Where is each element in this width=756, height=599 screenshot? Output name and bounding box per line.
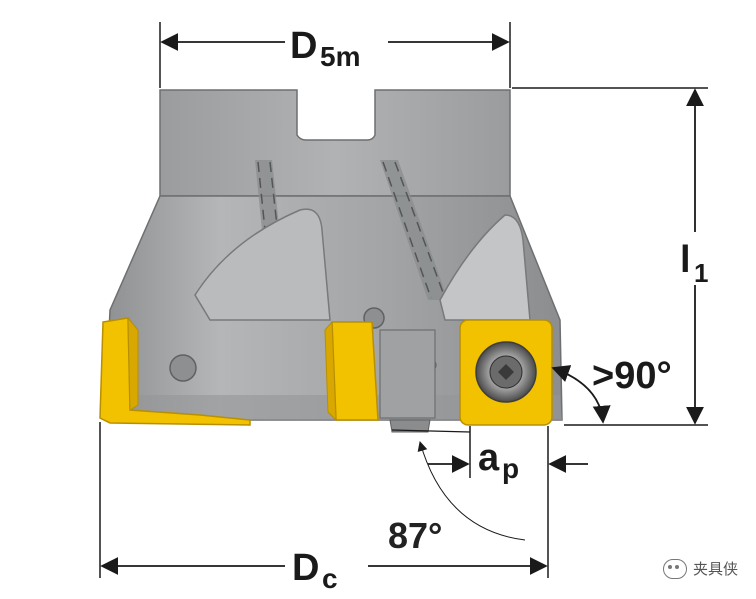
angle-90-marker: >90° <box>551 355 672 424</box>
label-ap-main: a <box>478 437 500 479</box>
dimension-l1: l 1 <box>512 87 708 426</box>
insert-right <box>459 319 553 426</box>
watermark: 夹具侠 <box>662 558 738 579</box>
watermark-text: 夹具侠 <box>692 560 738 578</box>
wechat-icon <box>662 558 687 579</box>
insert-middle <box>324 320 379 422</box>
label-l1-sub: 1 <box>694 258 708 288</box>
cutter-shank <box>159 89 511 197</box>
label-dc-sub: c <box>322 563 338 594</box>
body-lower-step <box>389 419 431 433</box>
label-angle-90: >90° <box>592 355 672 397</box>
chip-pocket-left <box>194 208 331 321</box>
angle-87-marker: 87° <box>388 429 526 556</box>
label-d5m-sub: 5m <box>320 41 360 72</box>
body-seat-block <box>379 329 436 419</box>
label-ap-sub: p <box>502 453 519 484</box>
chip-pocket-right <box>439 214 531 321</box>
cutter-body <box>104 89 563 433</box>
dimension-dc: D c <box>99 422 549 594</box>
dimension-d5m: D 5m <box>159 22 511 88</box>
body-hole-left <box>169 354 197 382</box>
label-d5m-main: D <box>290 25 317 67</box>
dimension-ap: a p <box>428 426 588 484</box>
label-l1-main: l <box>680 239 691 281</box>
label-dc-main: D <box>292 547 319 589</box>
insert-left <box>99 316 251 426</box>
label-angle-87: 87° <box>388 515 442 556</box>
coolant-channel-right <box>380 160 448 300</box>
